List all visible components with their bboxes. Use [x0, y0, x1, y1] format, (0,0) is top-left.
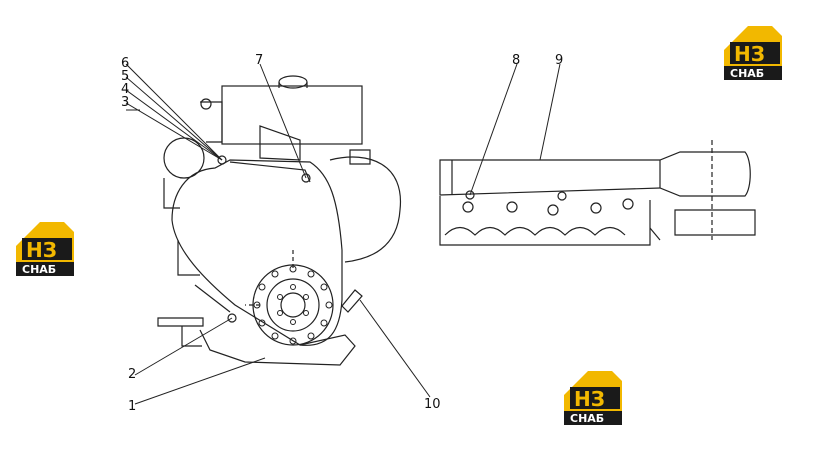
- leader-2: [134, 317, 233, 376]
- logo-word: СНАБ: [570, 412, 604, 425]
- side-view-fasteners: [217, 155, 363, 323]
- logo-mark: НЗ: [574, 387, 605, 411]
- callout-8: 8: [512, 53, 520, 68]
- callout-4: 4: [121, 82, 129, 97]
- leader-1: [134, 357, 266, 405]
- leader-10: [359, 299, 431, 398]
- leader-5: [125, 76, 223, 161]
- callout-labels: 1 2 3 4 5 6 7 8 9 10: [121, 53, 563, 414]
- flywheel-bolts: [253, 265, 333, 345]
- logo-watermark: НЗ СНАБ: [562, 367, 624, 425]
- leader-3: [125, 102, 223, 161]
- logo-watermark: НЗ СНАБ: [722, 22, 784, 80]
- leader-6: [125, 63, 223, 161]
- leader-8: [469, 63, 518, 196]
- callout-3: 3: [121, 95, 129, 110]
- leader-lines: [125, 63, 561, 405]
- leader-7: [259, 63, 307, 179]
- callout-5: 5: [121, 69, 129, 84]
- callout-10: 10: [424, 397, 441, 412]
- logo-mark: НЗ: [26, 238, 57, 262]
- logo-word: СНАБ: [22, 263, 56, 276]
- leader-9: [539, 63, 561, 161]
- callout-7: 7: [255, 53, 263, 68]
- logo-word: СНАБ: [730, 67, 764, 80]
- leader-4: [125, 89, 223, 161]
- engine-top-view: [439, 140, 756, 246]
- callout-1: 1: [128, 399, 136, 414]
- engine-side-view: [157, 75, 402, 366]
- top-view-fasteners: [465, 190, 567, 201]
- callout-2: 2: [128, 367, 136, 382]
- logo-watermark: НЗ СНАБ: [14, 218, 76, 276]
- callout-6: 6: [121, 56, 129, 71]
- logo-mark: НЗ: [734, 42, 765, 66]
- callout-9: 9: [555, 53, 563, 68]
